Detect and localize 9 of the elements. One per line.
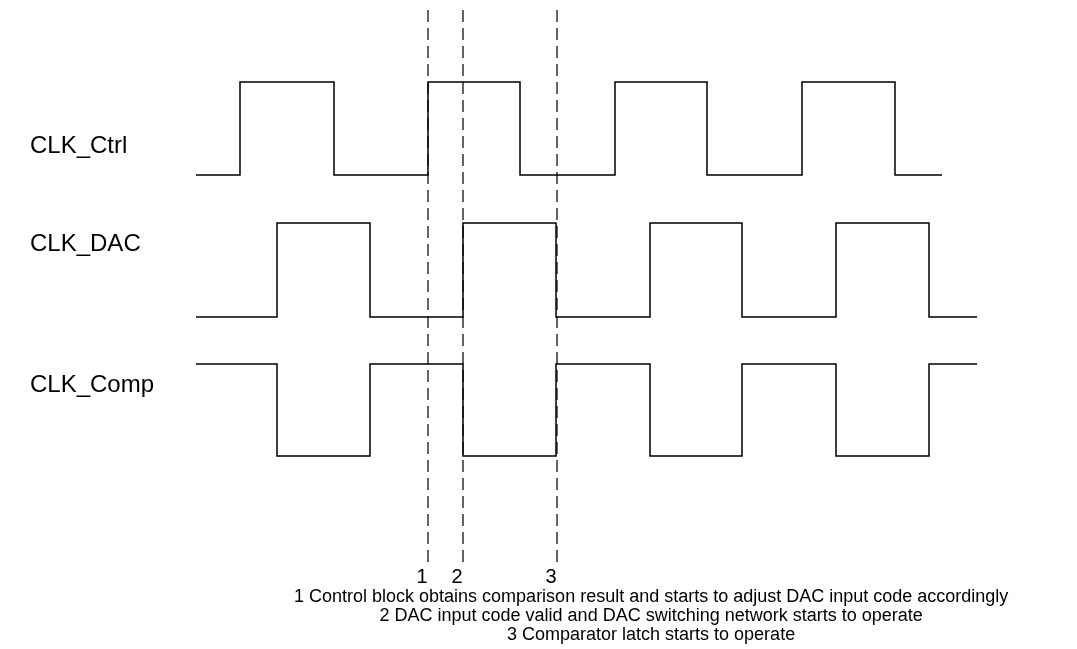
note-text: 2 DAC input code valid and DAC switching network starts to operate — [379, 606, 923, 624]
marker-number: 2 — [451, 566, 463, 586]
marker-number: 3 — [545, 566, 557, 586]
signal-name: CLK_Comp — [30, 372, 155, 396]
marker-number: 1 — [416, 566, 428, 586]
signal-name: CLK_Ctrl — [30, 133, 128, 157]
note-text: 3 Comparator latch starts to operate — [507, 625, 796, 643]
note-text: 1 Control block obtains comparison result and starts to adjust DAC input code accordingly — [294, 587, 1009, 605]
signal-name: CLK_DAC — [30, 231, 141, 255]
